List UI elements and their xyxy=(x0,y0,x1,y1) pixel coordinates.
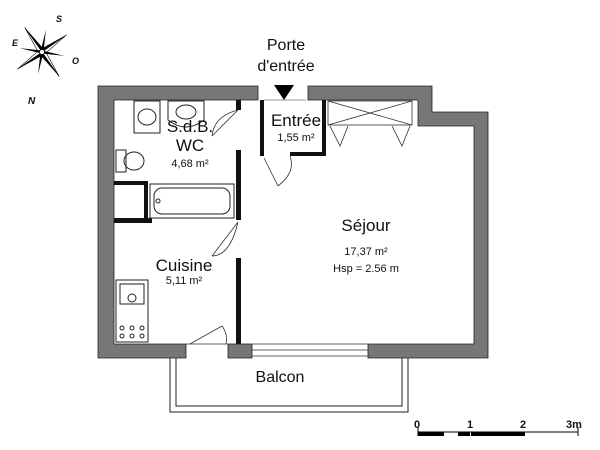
wall-pier xyxy=(227,343,253,359)
sink xyxy=(167,100,205,128)
kitchen-right-wall xyxy=(236,258,241,344)
scale-bar xyxy=(417,427,579,436)
cuisine-name: Cuisine xyxy=(155,256,213,275)
scale-tick-0: 0 xyxy=(414,419,421,431)
compass-west: O xyxy=(72,56,80,66)
kitchen-door xyxy=(211,221,239,257)
cooktop xyxy=(119,283,145,305)
toilet-box-top xyxy=(114,181,148,185)
kitchen-fixtures xyxy=(115,279,149,343)
balcon-name: Balcon xyxy=(255,369,305,386)
sejour-area: 17,37 m² xyxy=(344,246,388,258)
cuisine-area: 5,11 m² xyxy=(165,275,203,287)
balcony-outline xyxy=(169,358,409,413)
entrance-label-line1: Porte xyxy=(266,37,306,54)
bathroom-fixtures xyxy=(115,100,235,219)
compass-north: N xyxy=(28,96,36,107)
washing-machine xyxy=(133,100,161,134)
sdb-name-line1: S.d.B. xyxy=(166,117,214,136)
bath-kitchen-wall xyxy=(114,218,152,223)
entrance-label: Porte d'entrée xyxy=(246,36,326,78)
compass-east: E xyxy=(12,38,19,48)
washing-drum xyxy=(137,108,157,126)
interior-walls xyxy=(114,100,326,344)
sdb-area: 4,68 m² xyxy=(171,158,209,170)
compass-rose xyxy=(17,27,67,77)
toilet-bowl xyxy=(123,151,145,171)
bath-right-wall xyxy=(236,150,241,220)
entree-area: 1,55 m² xyxy=(277,132,315,144)
bath-drain xyxy=(155,198,161,204)
sdb-name-line2: WC xyxy=(175,135,205,155)
entry-bottom-wall xyxy=(290,152,326,156)
balcony-openings xyxy=(186,343,368,357)
sejour-name: Séjour xyxy=(341,216,391,235)
entry-door xyxy=(263,155,292,187)
toilet-box-side xyxy=(144,181,148,221)
kitchen-counter xyxy=(115,279,149,343)
toilet-tank xyxy=(115,149,127,173)
entree-name: Entrée xyxy=(270,111,322,130)
entrance-arrow xyxy=(274,85,294,100)
left-wall xyxy=(97,85,259,359)
bathtub-inner xyxy=(153,187,231,215)
sdb-door-jamb xyxy=(236,100,241,110)
scale-tick-2: 2 xyxy=(520,419,527,431)
scale-tick-1: 1 xyxy=(467,419,474,431)
doors xyxy=(189,99,306,345)
balcony-door-left xyxy=(189,325,227,345)
bathtub xyxy=(149,183,235,219)
scale-tick-3: 3m xyxy=(566,419,582,431)
entry-right-wall xyxy=(322,100,326,156)
sink-basin xyxy=(175,104,197,120)
sdb-name: S.d.B. WC xyxy=(150,117,230,155)
entry-left-wall xyxy=(260,100,264,156)
sdb-door xyxy=(211,109,239,137)
entrance-label-line2: d'entrée xyxy=(257,57,315,75)
sejour-height: Hsp = 2.56 m xyxy=(333,263,399,275)
closet xyxy=(327,100,413,147)
compass-south: S xyxy=(56,14,63,24)
